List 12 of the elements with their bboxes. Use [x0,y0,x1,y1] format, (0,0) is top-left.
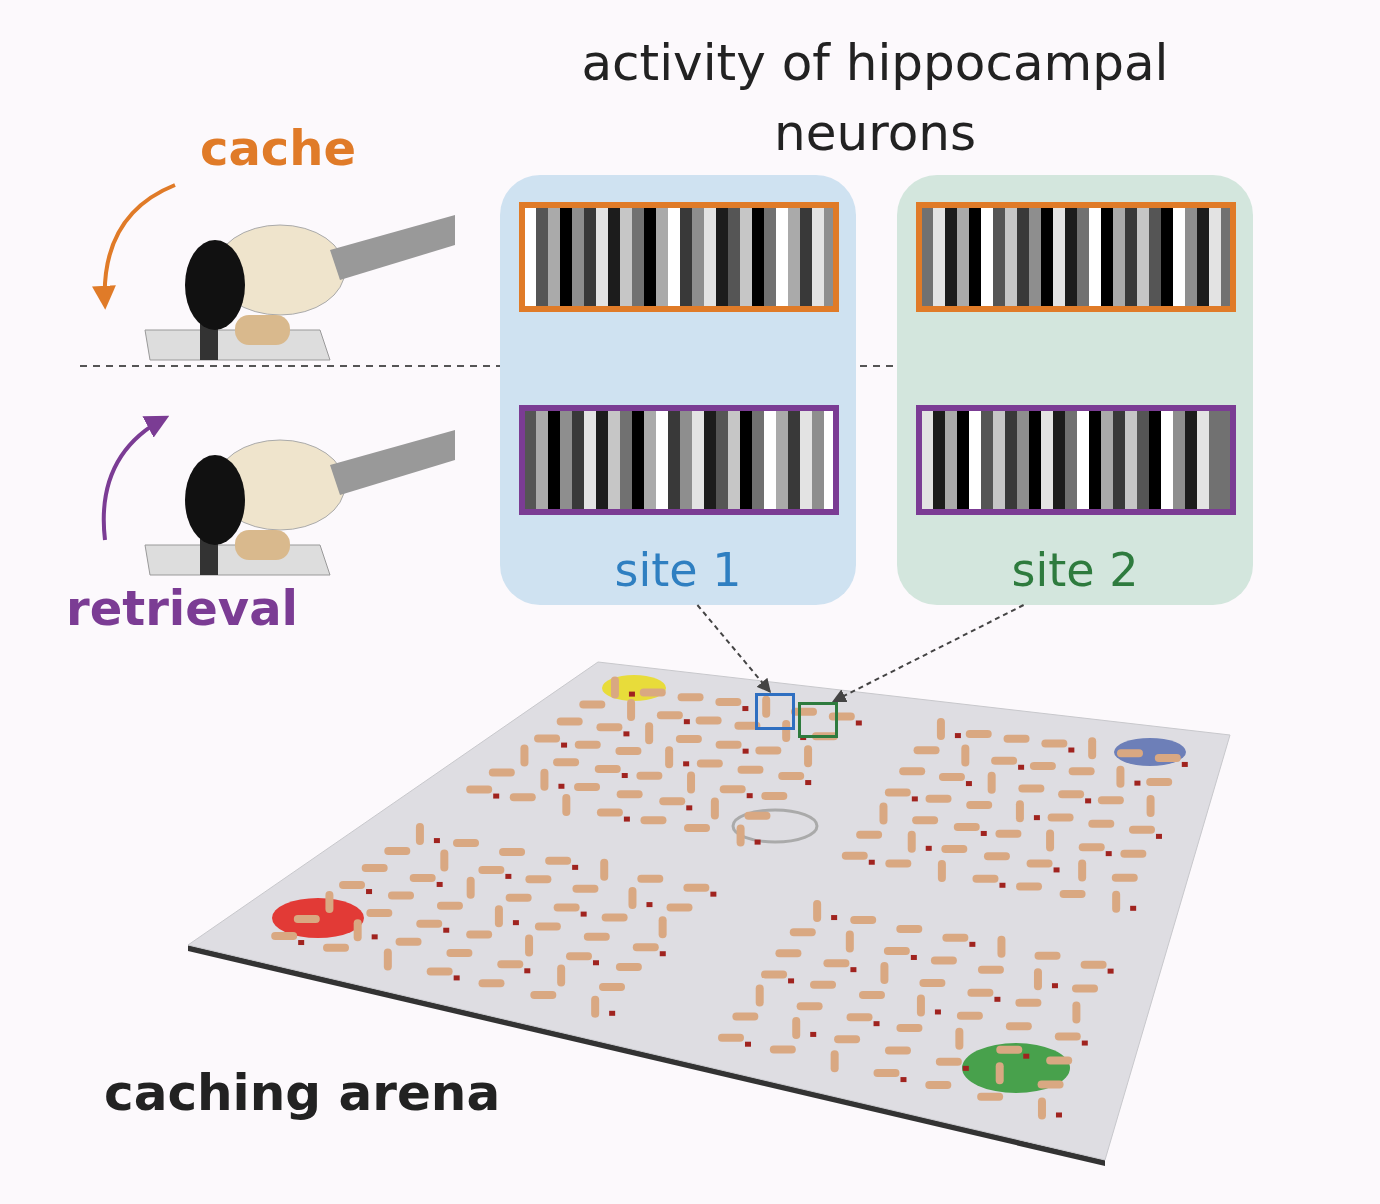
arrow [831,604,1025,703]
site-panel [500,175,856,605]
title: activity of hippocampal neurons [580,33,1170,164]
site-marker [798,702,838,738]
site-label: site 1 [613,543,743,597]
arrow [696,604,772,694]
site-marker [755,693,795,730]
label: caching arena [104,1064,501,1122]
site-panel [897,175,1253,605]
label: retrieval [66,580,298,636]
site-label: site 2 [1010,543,1140,597]
label: cache [200,120,357,176]
